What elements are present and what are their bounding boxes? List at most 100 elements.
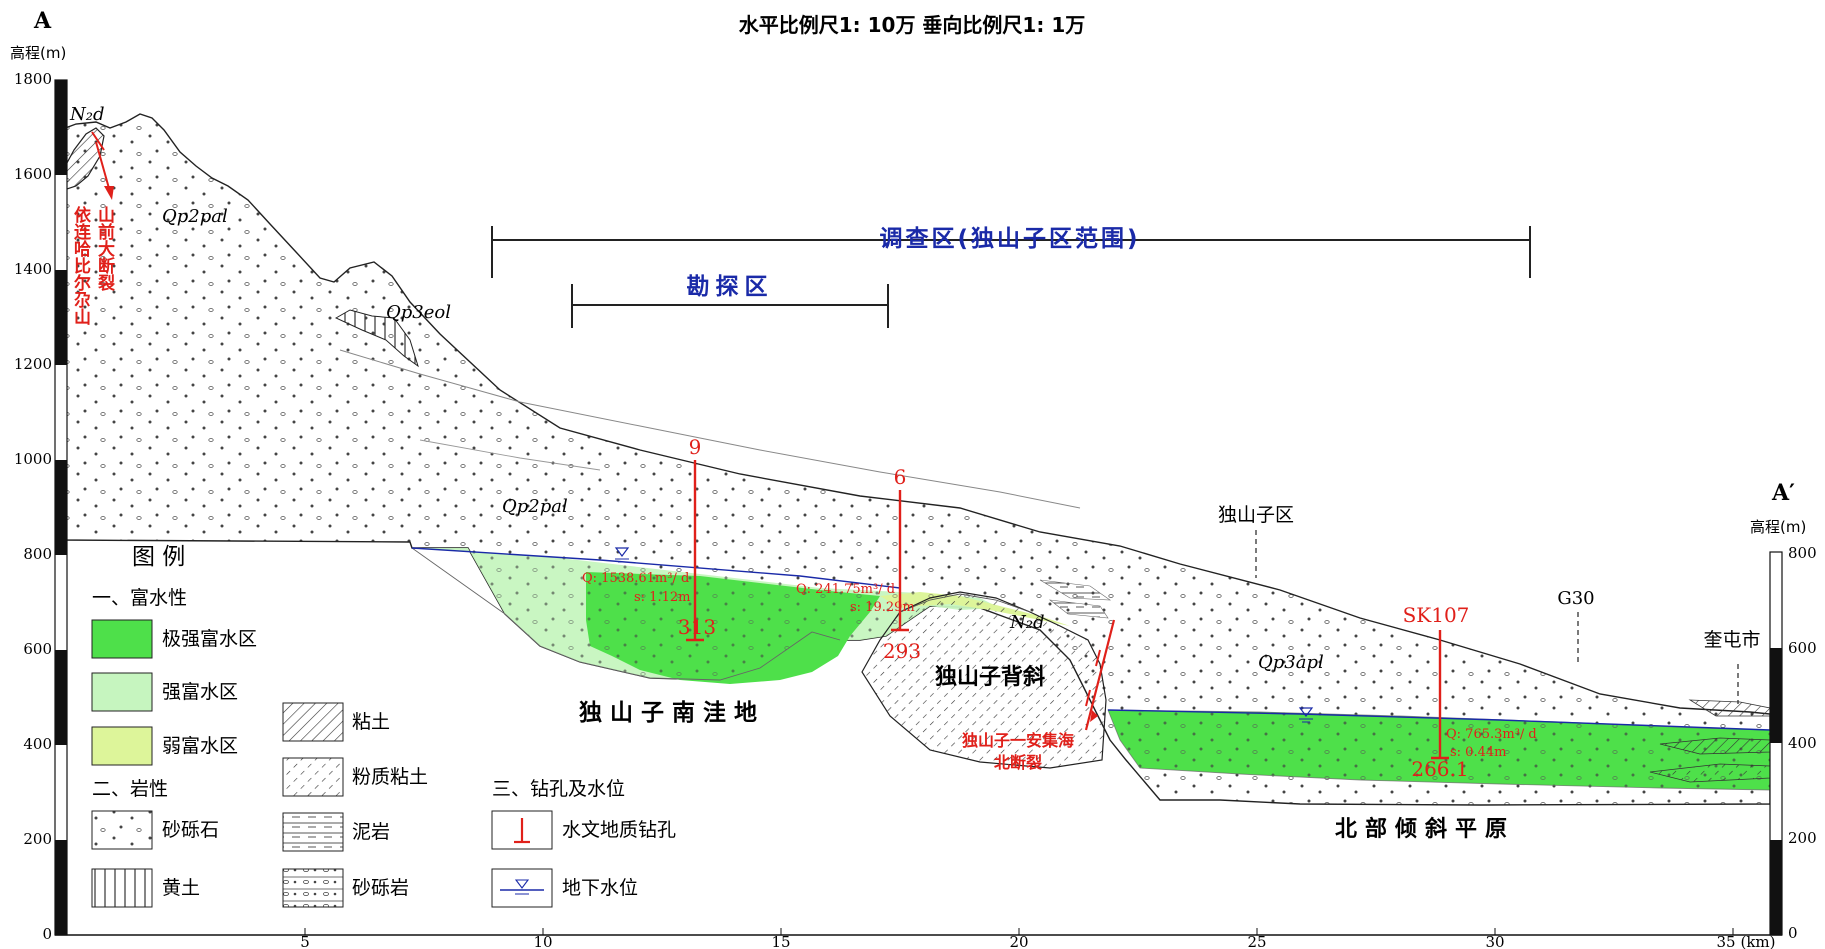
borehole-sk107[interactable]	[1431, 630, 1449, 760]
borehole-sk107-q: Q: 765.3m³/ d	[1446, 727, 1537, 742]
right-tick-400: 400	[1788, 734, 1817, 752]
stratum-qp3-eol: Qp3eol	[386, 302, 451, 323]
x-tick-15: 15	[771, 933, 790, 949]
borehole-9-s: s: 1.12m	[634, 590, 690, 605]
anticline-core	[861, 591, 1107, 769]
left-tick-1000: 1000	[14, 450, 52, 468]
x-axis-unit: (km)	[1740, 933, 1775, 949]
right-tick-0: 0	[1788, 924, 1798, 942]
x-tick-20: 20	[1009, 933, 1028, 949]
section-mark-a-prime: A′	[1771, 480, 1795, 506]
stratum-n2d-mid: N₂d	[1009, 612, 1045, 633]
right-axis-title: 高程(m)	[1750, 518, 1806, 536]
left-tick-800: 800	[23, 545, 52, 563]
x-tick-30: 30	[1485, 933, 1504, 949]
borehole-sk107-id: SK107	[1403, 603, 1470, 627]
left-tick-0: 0	[42, 925, 52, 943]
section-body	[59, 113, 1771, 806]
left-axis-title: 高程(m)	[10, 44, 66, 62]
fault-south-label-2: 山前大断裂	[94, 206, 116, 292]
legend-swatch-weak-rich	[91, 726, 153, 766]
left-elevation-axis	[54, 79, 68, 936]
bottom-distance-axis	[55, 928, 1782, 936]
left-tick-200: 200	[23, 830, 52, 848]
legend-swatch-silty-clay	[282, 757, 344, 797]
borehole-6-id: 6	[894, 465, 907, 489]
legend-label-mudstone: 泥岩	[352, 821, 390, 843]
groundwater-line-north	[1107, 709, 1771, 731]
legend-label-water-level: 地下水位	[562, 877, 638, 899]
kuitun-label: 奎屯市	[1703, 629, 1760, 651]
south-depression-label: 独山子南洼地	[579, 700, 765, 726]
legend-swatch-very-rich	[91, 619, 153, 659]
borehole-6-depth: 293	[883, 639, 921, 663]
legend-section-3: 三、钻孔及水位	[492, 778, 625, 800]
exploration-area-label: 勘探区	[687, 273, 774, 300]
section-mark-a: A	[33, 8, 52, 34]
fault-north-label-2: 北断裂	[994, 753, 1042, 772]
legend-label-clay: 粘土	[352, 711, 390, 733]
legend-section-1: 一、富水性	[92, 587, 187, 609]
right-tick-200: 200	[1788, 829, 1817, 847]
legend-label-conglomerate: 砂砾岩	[352, 877, 409, 899]
right-tick-600: 600	[1788, 639, 1817, 657]
legend-swatch-loess	[91, 868, 153, 908]
legend-label-gravel: 砂砾石	[162, 819, 219, 841]
legend-swatch-clay	[282, 702, 344, 742]
legend-label-silty-clay: 粉质粘土	[352, 766, 428, 788]
left-tick-600: 600	[23, 640, 52, 658]
borehole-9-q: Q: 1538.61m³/ d	[582, 571, 689, 586]
x-tick-25: 25	[1247, 933, 1266, 949]
g30-label: G30	[1557, 588, 1594, 609]
exploration-area-bracket	[571, 284, 889, 328]
borehole-6-s: s: 19.29m	[850, 600, 915, 615]
legend	[91, 619, 553, 908]
legend-swatch-gravel	[91, 810, 153, 850]
legend-swatch-conglomerate	[282, 868, 344, 908]
borehole-sk107-depth: 266.1	[1411, 757, 1468, 781]
legend-swatch-mudstone	[282, 812, 344, 852]
right-tick-800: 800	[1788, 544, 1817, 562]
legend-label-strong-rich: 强富水区	[162, 681, 238, 703]
left-tick-1200: 1200	[14, 355, 52, 373]
anticline-label: 独山子背斜	[935, 664, 1045, 690]
groundwater-line-south	[411, 547, 901, 589]
stratum-qp2-pal-top: Qp2pal	[162, 206, 228, 227]
left-tick-1400: 1400	[14, 260, 52, 278]
borehole-9-depth: 313	[678, 615, 716, 639]
borehole-9-id: 9	[689, 435, 702, 459]
fault-south	[91, 131, 114, 200]
x-tick-35: 35	[1716, 933, 1735, 949]
left-tick-400: 400	[23, 735, 52, 753]
water-level-symbol-north	[1298, 707, 1314, 723]
stratum-n2d-top: N₂d	[69, 104, 105, 125]
legend-label-very-rich: 极强富水区	[162, 628, 257, 650]
borehole-6[interactable]	[891, 490, 909, 632]
borehole-9[interactable]	[686, 460, 704, 642]
legend-swatch-water-level	[491, 868, 553, 908]
x-tick-5: 5	[300, 933, 310, 949]
legend-section-2: 二、岩性	[92, 778, 168, 800]
fault-south-label: 依连哈比尔尕山	[70, 205, 91, 326]
survey-area-bracket	[491, 226, 1531, 278]
stratum-qp2-pal-mid: Qp2pal	[502, 496, 568, 517]
survey-area-label: 调查区(独山子区范围)	[879, 226, 1140, 252]
water-level-symbol-south	[614, 547, 630, 563]
legend-title: 图 例	[132, 544, 185, 570]
district-label: 独山子区	[1218, 504, 1294, 526]
stratum-qp3-apl: Qp3apl	[1258, 652, 1324, 673]
legend-swatch-strong-rich	[91, 672, 153, 712]
fault-north	[1084, 619, 1116, 731]
scale-text: 水平比例尺1: 10万 垂向比例尺1: 1万	[739, 13, 1085, 37]
legend-label-loess: 黄土	[162, 877, 200, 899]
fault-north-label: 独山子一安集海	[962, 731, 1074, 750]
legend-label-weak-rich: 弱富水区	[162, 735, 238, 757]
left-tick-1600: 1600	[14, 165, 52, 183]
left-tick-1800: 1800	[14, 70, 52, 88]
legend-label-borehole: 水文地质钻孔	[562, 819, 676, 841]
x-tick-10: 10	[533, 933, 552, 949]
borehole-6-q: Q: 241.75m³/ d	[796, 582, 895, 597]
north-plain-label: 北部倾斜平原	[1335, 816, 1515, 842]
borehole-sk107-s: s: 0.44m	[1450, 745, 1506, 760]
